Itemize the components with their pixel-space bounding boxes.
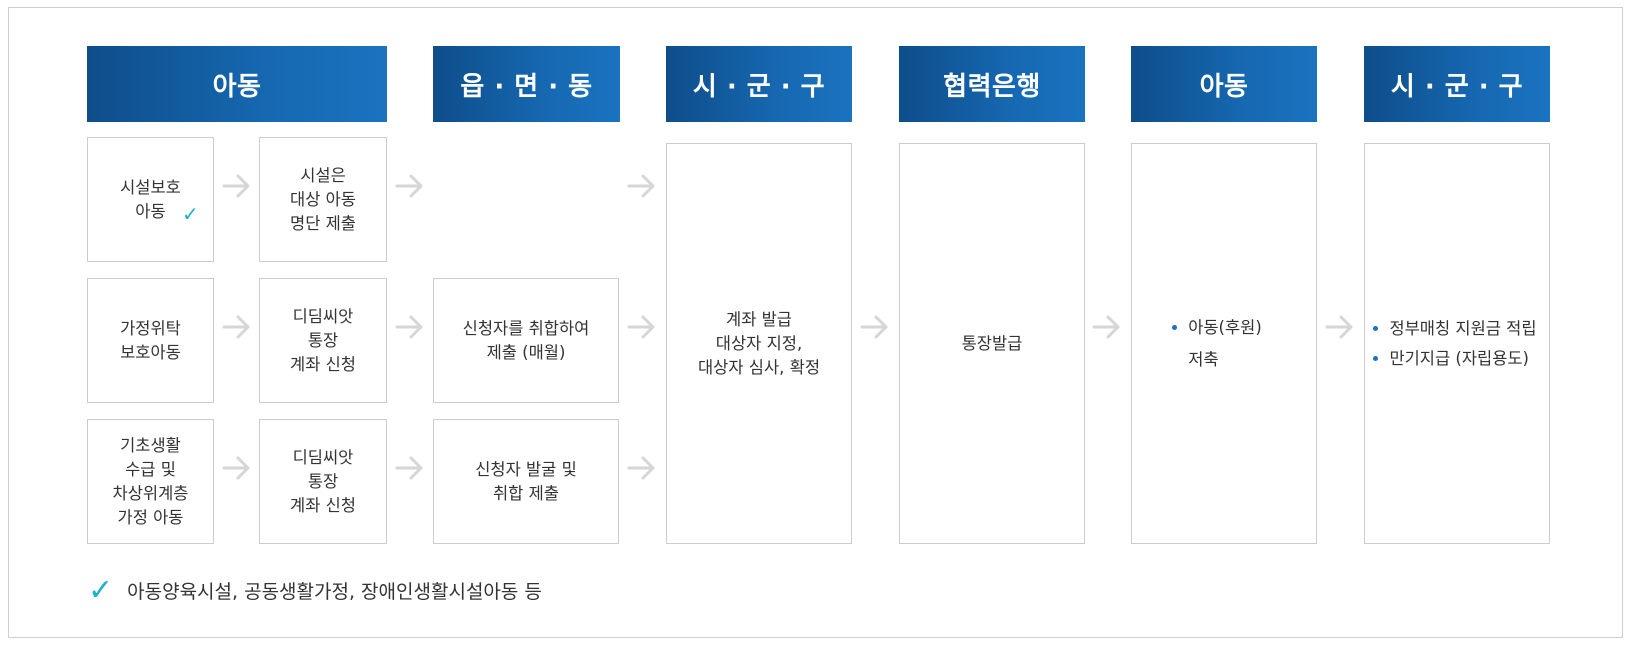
list-item: 아동(후원) [1172, 316, 1262, 340]
box-city-final: 정부매칭 지원금 적립 만기지급 (자립용도) [1364, 143, 1550, 544]
box-basic-child: 기초생활 수급 및 차상위계층 가정 아동 [87, 419, 214, 544]
arrow-right-icon [222, 454, 252, 482]
box-facility-child: 시설보호 아동 ✓ [87, 137, 214, 262]
child-saving-list: 아동(후원) 저축 [1172, 316, 1262, 372]
check-icon: ✓ [182, 202, 199, 226]
town-collect-label: 신청자를 취합하여 제출 (매월) [462, 318, 590, 362]
foster-child-label: 가정위탁 보호아동 [120, 318, 181, 362]
list-item-cont: 저축 [1172, 348, 1262, 372]
bank-label: 통장발급 [961, 333, 1023, 353]
arrow-right-icon [395, 454, 425, 482]
arrow-right-icon [222, 313, 252, 341]
box-town-discover: 신청자 발굴 및 취합 제출 [433, 419, 619, 544]
bullet-icon [1373, 355, 1379, 361]
box-basic-apply: 디딤씨앗 통장 계좌 신청 [259, 419, 387, 544]
basic-apply-label: 디딤씨앗 통장 계좌 신청 [290, 447, 356, 515]
header-town: 읍 · 면 · 동 [433, 46, 620, 122]
arrow-right-icon [222, 172, 252, 200]
arrow-right-icon [395, 313, 425, 341]
diagram-frame [8, 7, 1623, 638]
city-final-list: 정부매칭 지원금 적립 만기지급 (자립용도) [1373, 317, 1537, 371]
facility-submit-label: 시설은 대상 아동 명단 제출 [290, 165, 356, 233]
box-foster-child: 가정위탁 보호아동 [87, 278, 214, 403]
bullet-icon [1172, 324, 1178, 330]
town-discover-label: 신청자 발굴 및 취합 제출 [475, 459, 577, 503]
box-foster-apply: 디딤씨앗 통장 계좌 신청 [259, 278, 387, 403]
arrow-right-icon [395, 172, 425, 200]
list-item: 정부매칭 지원금 적립 [1373, 317, 1537, 341]
basic-child-label: 기초생활 수급 및 차상위계층 가정 아동 [112, 435, 189, 527]
arrow-right-icon [627, 313, 657, 341]
header-bank: 협력은행 [899, 46, 1085, 122]
arrow-right-icon [627, 172, 657, 200]
header-city: 시 · 군 · 구 [666, 46, 852, 122]
city-final-item-2: 만기지급 (자립용도) [1389, 348, 1529, 368]
arrow-right-icon [860, 313, 890, 341]
box-facility-submit: 시설은 대상 아동 명단 제출 [259, 137, 387, 262]
footnote-text: 아동양육시설, 공동생활가정, 장애인생활시설아동 등 [127, 580, 542, 603]
arrow-right-icon [1325, 313, 1355, 341]
city-account-label: 계좌 발급 대상자 지정, 대상자 심사, 확정 [698, 309, 820, 377]
header-city-2: 시 · 군 · 구 [1364, 46, 1550, 122]
facility-child-label: 시설보호 아동 [120, 177, 181, 221]
header-child-2: 아동 [1131, 46, 1317, 122]
box-town-collect: 신청자를 취합하여 제출 (매월) [433, 278, 619, 403]
bullet-icon [1373, 325, 1379, 331]
arrow-right-icon [1092, 313, 1122, 341]
box-city-account: 계좌 발급 대상자 지정, 대상자 심사, 확정 [666, 143, 852, 544]
arrow-right-icon [627, 454, 657, 482]
child-saving-cont: 저축 [1188, 349, 1219, 369]
check-icon: ✓ [88, 572, 114, 608]
child-saving-item: 아동(후원) [1188, 317, 1262, 337]
city-final-item-1: 정부매칭 지원금 적립 [1389, 318, 1537, 338]
list-item: 만기지급 (자립용도) [1373, 347, 1536, 371]
header-child: 아동 [87, 46, 387, 122]
box-bank: 통장발급 [899, 143, 1085, 544]
foster-apply-label: 디딤씨앗 통장 계좌 신청 [290, 306, 356, 374]
box-child-saving: 아동(후원) 저축 [1131, 143, 1317, 544]
footnote: ✓ 아동양육시설, 공동생활가정, 장애인생활시설아동 등 [88, 572, 542, 608]
